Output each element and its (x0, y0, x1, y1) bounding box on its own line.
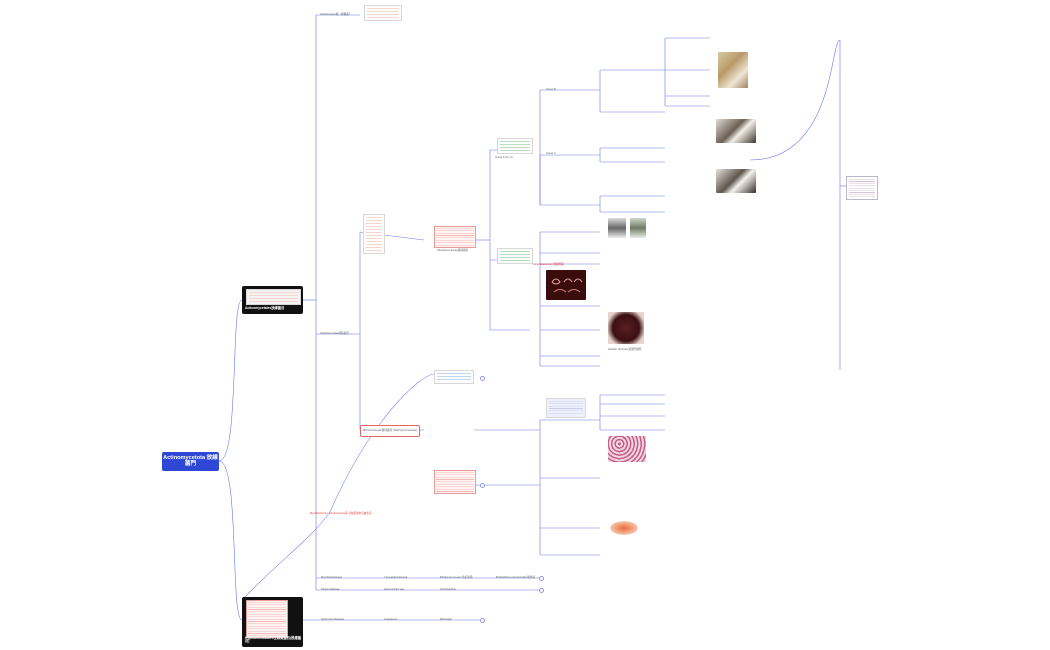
nodular-necrosis-photo (608, 312, 644, 344)
streptomyces-thumbnail (364, 5, 402, 21)
b-pseudomallei-label: Burkholderia pseudomallei 類鼻疽 (496, 576, 536, 579)
actinobacillus-label: Actinobacillus (440, 588, 456, 591)
micrococcaceae-node[interactable]: Micrococcaceae微球菌科 (Staphylococcaceae) (360, 425, 420, 437)
streptococcales-label: Streptococcales鏈球菌目 (320, 332, 349, 335)
expand-bubble-1[interactable] (480, 376, 485, 381)
anaplasma-label: Anaplasma (384, 618, 397, 621)
clinical-photo-3 (716, 169, 756, 193)
streptococcaceae-label: Streptococcaceae鏈球菌科 (437, 249, 469, 252)
root-title: Actinomycetota 放線菌門 (163, 455, 218, 467)
pasteurellaceae-label: Pasteurellaceae (321, 588, 340, 591)
hyphomicrobiales-caption: Hyphomicrobiales生絲微菌目(根瘤菌目) (245, 635, 302, 644)
expand-bubble-4[interactable] (539, 588, 544, 593)
group-c-label: Group C (546, 152, 556, 155)
overview-thumbnail[interactable] (846, 176, 878, 200)
actinomycetales-caption: Actinomycetales放線菌目 (245, 306, 285, 311)
free-living-note: Mycobacterium, Streptomyces等 可在環境中自由生存 (310, 512, 372, 515)
micrococcaceae-thumbnail (434, 370, 474, 384)
streptomyces-label: Streptomyces屬（鏈黴菌） (320, 13, 352, 16)
clinical-photo-2 (716, 119, 756, 143)
hyphomicrobiaceae-label: Hyphomicrobiaceae (321, 618, 344, 621)
expand-bubble-2[interactable] (480, 483, 485, 488)
staphylococcus-note (434, 470, 476, 494)
streptococcales-thumbnail (363, 214, 385, 254)
bartonella-label: Bartonella (440, 618, 452, 621)
group-thumbnail-2 (497, 248, 533, 264)
root-node[interactable]: Actinomycetota 放線菌門 (162, 452, 219, 471)
micrococcaceae-label: Micrococcaceae微球菌科 (Staphylococcaceae) (363, 429, 418, 432)
arcanobacterium-photo (546, 270, 586, 300)
hyphomicrobiales-note (246, 600, 288, 638)
hemolysis-plate-icon (551, 278, 583, 293)
comparison-table (546, 398, 586, 418)
mycobacteriaceae-label: Mycobacteriaceae (321, 576, 343, 579)
nodular-necrosis-label: Nodular Necrosis 結節型壞死 (608, 348, 642, 351)
expand-bubble-3[interactable] (539, 576, 544, 581)
group-b-label: Group B (546, 88, 556, 91)
actinomycetales-thumbnail (246, 289, 301, 305)
hyphomicrobiales-node[interactable]: Hyphomicrobiales生絲微菌目(根瘤菌目) (242, 597, 303, 647)
clinical-photo-4 (608, 218, 626, 238)
arcanobacterium-label: Arcanobacterium 隱秘桿菌 (533, 263, 564, 266)
group-a-label: Group A (Gr. A) (495, 156, 513, 159)
staph-colony-photo (610, 521, 638, 535)
actinomycetales-node[interactable]: Actinomycetales放線菌目 (242, 286, 303, 314)
micrococcus-smear-photo (608, 436, 646, 462)
clinical-photo-1 (718, 52, 748, 88)
clinical-photo-5 (630, 218, 646, 238)
streptococcaceae-note (434, 226, 476, 248)
corynebacteriaceae-label: Corynebacteriaceae (384, 576, 408, 579)
c-equi-label: Rhodococcus equi 馬紅球菌 (440, 576, 473, 579)
expand-bubble-5[interactable] (480, 618, 485, 623)
haemophilus-label: Haemophilus spp. (384, 588, 405, 591)
group-thumbnail-1 (497, 138, 533, 154)
